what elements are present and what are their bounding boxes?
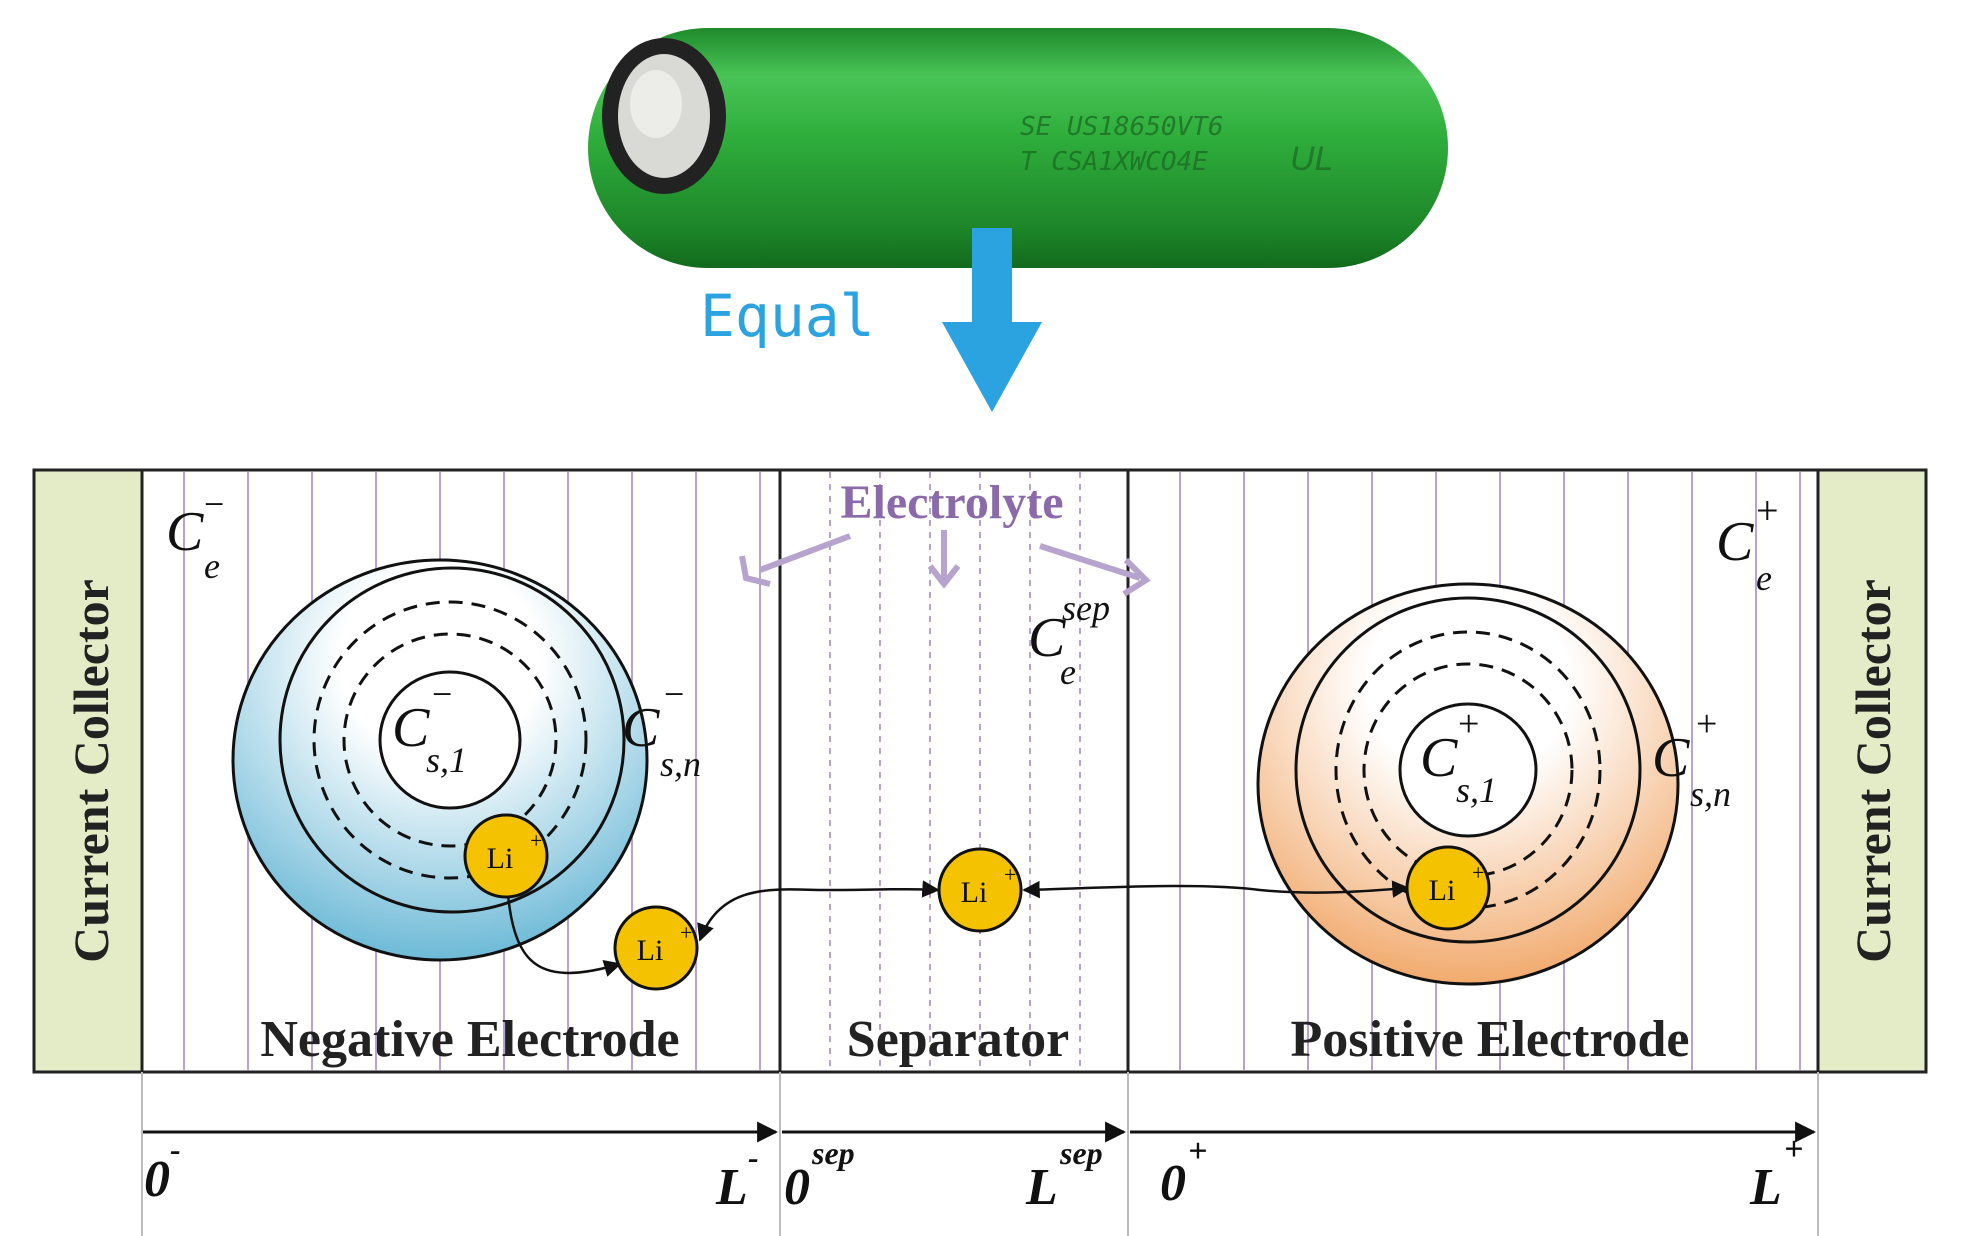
svg-text:Li: Li [487, 842, 514, 875]
li-ion-1: Li + [463, 813, 549, 899]
electrolyte-label: Electrolyte [840, 476, 1063, 529]
svg-text:L: L [715, 1159, 748, 1216]
positive-electrode-label: Positive Electrode [1290, 1011, 1689, 1068]
battery-print-line1: SE US18650VT6 [1020, 112, 1224, 142]
svg-text:+: + [1784, 1131, 1803, 1168]
svg-text:s,1: s,1 [1456, 770, 1497, 810]
axis-label-neg-end: L - [715, 1139, 759, 1216]
electrolyte-arrow-right [1039, 543, 1141, 581]
svg-text:−: − [432, 674, 452, 714]
svg-text:s,1: s,1 [426, 740, 467, 780]
svg-text:sep: sep [811, 1135, 855, 1171]
axis-label-pos-end: L + [1749, 1131, 1803, 1216]
svg-text:−: − [664, 674, 684, 714]
label-cs-neg-1: C s,1 − [392, 674, 467, 780]
svg-text:s,n: s,n [1690, 774, 1731, 814]
equal-arrow: Equal [700, 228, 1042, 412]
label-ce-pos: C e + [1716, 488, 1779, 598]
svg-text:sep: sep [1059, 1135, 1103, 1171]
svg-text:e: e [204, 546, 220, 586]
svg-text:C: C [392, 697, 430, 759]
svg-text:C: C [1028, 607, 1066, 669]
svg-text:0: 0 [144, 1151, 170, 1208]
battery-print-line2: T CSA1XWCO4E [1020, 147, 1208, 177]
svg-text:C: C [1716, 511, 1754, 573]
svg-text:−: − [204, 484, 224, 524]
svg-text:Li: Li [1429, 874, 1456, 907]
grid-lines [183, 472, 1801, 1070]
down-arrow-icon [942, 322, 1042, 412]
path-ion3-to-ion4 [1022, 880, 1410, 899]
path-ion2-to-ion3 [697, 880, 940, 942]
svg-text:+: + [1188, 1133, 1207, 1170]
label-cs-neg-n: C s,n − [622, 674, 701, 784]
svg-text:s,n: s,n [660, 744, 701, 784]
electrolyte-group: Electrolyte [739, 476, 1151, 597]
li-ion-3: Li + [937, 847, 1023, 933]
svg-text:e: e [1060, 652, 1076, 692]
svg-text:sep: sep [1062, 588, 1110, 628]
svg-text:C: C [1652, 727, 1690, 789]
axis-label-sep-start: 0 sep [784, 1135, 855, 1216]
cell-outline [140, 468, 1820, 1074]
svg-text:C: C [1420, 727, 1458, 789]
svg-text:+: + [1004, 862, 1016, 887]
svg-text:C: C [166, 501, 204, 563]
svg-text:-: - [170, 1131, 181, 1167]
cell-frame [32, 468, 1928, 1074]
left-collector [32, 468, 144, 1074]
label-ce-sep: C e sep [1028, 588, 1110, 692]
svg-text:+: + [680, 920, 692, 945]
ul-logo: UL [1290, 140, 1333, 178]
separator-label: Separator [847, 1011, 1069, 1068]
equal-label: Equal [700, 282, 875, 350]
label-ce-neg: C e − [166, 484, 224, 586]
right-collector [1816, 468, 1928, 1074]
svg-text:e: e [1756, 558, 1772, 598]
label-cs-pos-n: C s,n + [1652, 703, 1731, 814]
svg-text:Li: Li [637, 934, 664, 967]
right-collector-label: Current Collector [1845, 579, 1901, 963]
axis-label-pos-start: 0 + [1160, 1133, 1207, 1212]
battery-body [588, 28, 1448, 268]
left-collector-label: Current Collector [63, 579, 119, 963]
li-ion-4: Li + [1405, 845, 1491, 931]
li-ion-2: Li + [613, 905, 699, 991]
axis-ticks [141, 1072, 1819, 1236]
svg-text:+: + [1472, 860, 1484, 885]
svg-text:+: + [530, 828, 542, 853]
svg-text:0: 0 [784, 1159, 810, 1216]
battery-cell: SE US18650VT6 T CSA1XWCO4E UL [588, 28, 1448, 268]
svg-text:+: + [1756, 488, 1779, 533]
axis-label-sep-end: L sep [1025, 1135, 1103, 1216]
svg-text:0: 0 [1160, 1155, 1186, 1212]
svg-text:L: L [1749, 1159, 1782, 1216]
negative-electrode-label: Negative Electrode [260, 1011, 679, 1068]
label-cs-pos-1: C s,1 + [1420, 703, 1497, 810]
svg-text:+: + [1696, 703, 1717, 745]
axis-label-neg-start: 0 - [144, 1131, 181, 1208]
svg-text:Li: Li [961, 876, 988, 909]
electrolyte-arrow-left [758, 533, 852, 573]
svg-text:-: - [748, 1139, 759, 1175]
svg-text:+: + [1458, 703, 1479, 745]
svg-text:L: L [1025, 1159, 1058, 1216]
svg-text:C: C [622, 697, 660, 759]
